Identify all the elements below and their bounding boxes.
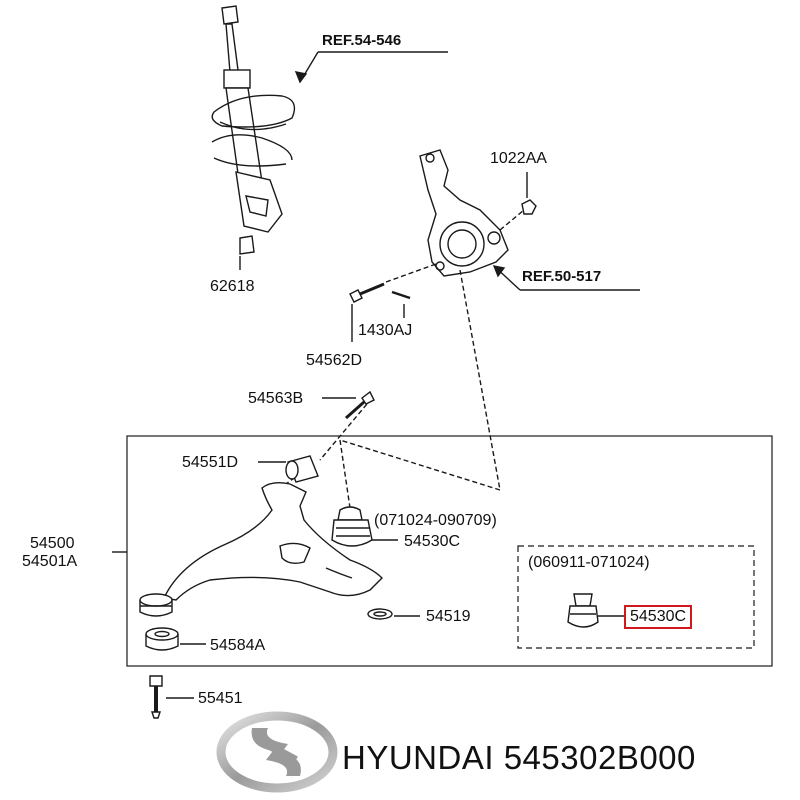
brand-name: HYUNDAI: [342, 739, 495, 776]
ref-strut-label: REF.54-546: [322, 32, 402, 49]
ref-knuckle-label: REF.50-517: [522, 268, 602, 285]
lower-control-arm-icon: [162, 481, 383, 601]
part-62618-label: 62618: [210, 278, 255, 295]
part-55451-label: 55451: [198, 690, 243, 707]
part-number: 545302B000: [503, 739, 696, 776]
part-1430aj-label: 1430AJ: [358, 322, 413, 339]
part-54563b-label: 54563B: [248, 390, 304, 407]
strut-assembly-icon: [211, 5, 296, 255]
footer-caption: HYUNDAI 545302B000: [342, 738, 696, 778]
part-54551d-label: 54551D: [182, 454, 239, 471]
part-54562d-label: 54562D: [306, 352, 363, 369]
bolt-55451-icon: [149, 675, 163, 719]
bushing-54584a-icon: [145, 627, 179, 651]
bushing-54551d-icon: [285, 455, 319, 483]
part-54530c-main-label: 54530C: [404, 533, 461, 550]
part-54501a-label: 54501A: [22, 553, 78, 570]
part-54500-label: 54500: [30, 535, 75, 552]
ball-joint-main-icon: [331, 506, 373, 547]
bushing-front-icon: [139, 593, 173, 617]
part-54584a-label: 54584A: [210, 637, 266, 654]
date-range-alt-label: (060911-071024): [528, 554, 650, 571]
date-range-main-label: (071024-090709): [374, 512, 497, 529]
part-54519-label: 54519: [426, 608, 471, 625]
steering-knuckle-icon: [419, 149, 509, 277]
part-1022aa-label: 1022AA: [490, 150, 547, 167]
hyundai-logo-icon: [216, 711, 338, 793]
part-54530c-alt-label: 54530C: [624, 605, 693, 629]
ball-joint-alt-icon: [567, 593, 599, 628]
